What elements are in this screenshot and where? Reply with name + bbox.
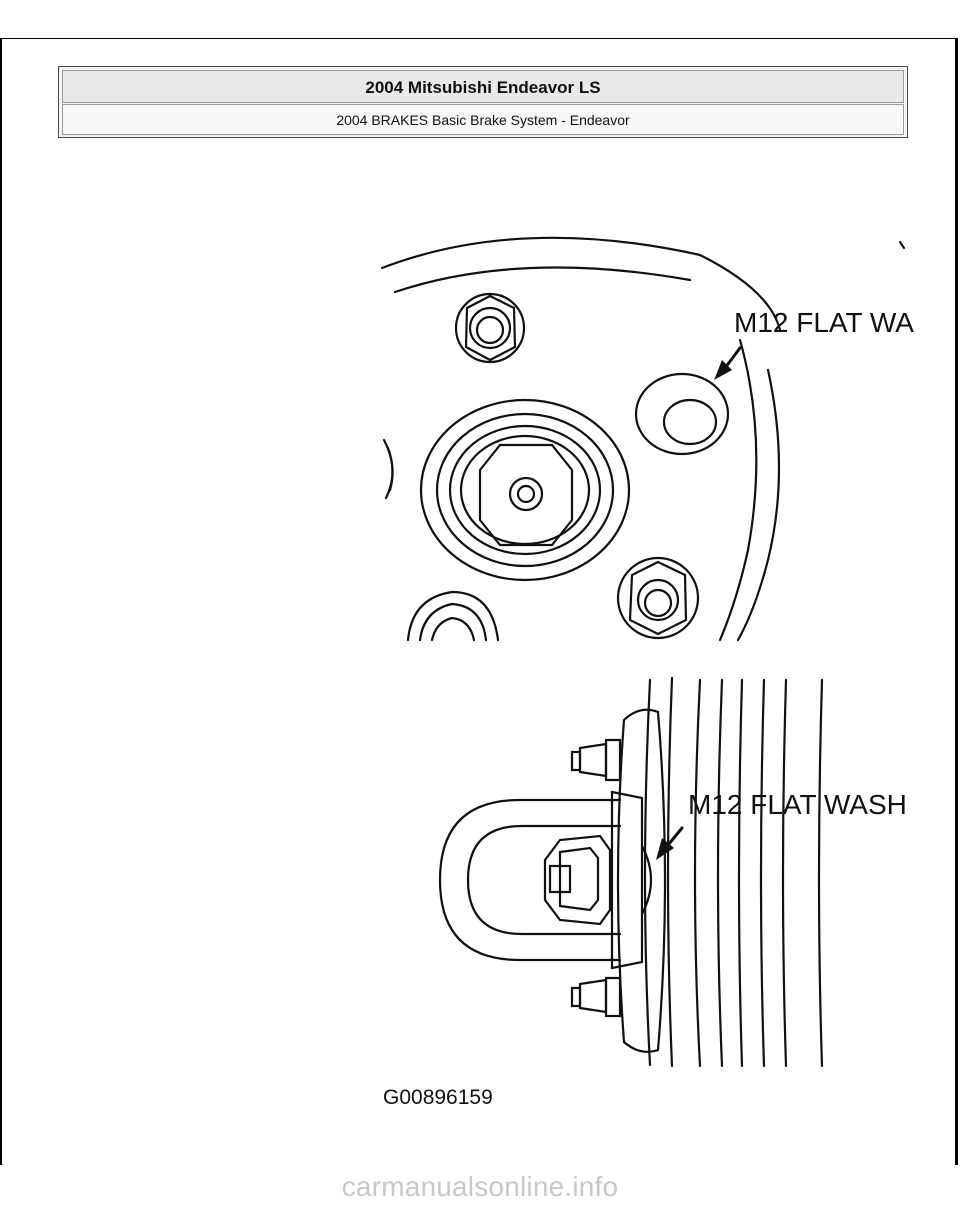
figure-id: G00896159	[383, 1086, 493, 1109]
bottom-washer-label: M12 FLAT WASH	[688, 789, 907, 820]
vehicle-title: 2004 Mitsubishi Endeavor LS	[62, 70, 904, 103]
hub-top-view	[380, 236, 906, 642]
watermark-text: carmanualsonline.info	[341, 1171, 619, 1202]
top-washer-label: M12 FLAT WA	[734, 307, 914, 338]
page-frame	[0, 38, 958, 1165]
hub-side-view	[438, 676, 824, 1068]
section-subtitle: 2004 BRAKES Basic Brake System - Endeavo…	[62, 104, 904, 135]
document-header: 2004 Mitsubishi Endeavor LS 2004 BRAKES …	[58, 66, 908, 138]
